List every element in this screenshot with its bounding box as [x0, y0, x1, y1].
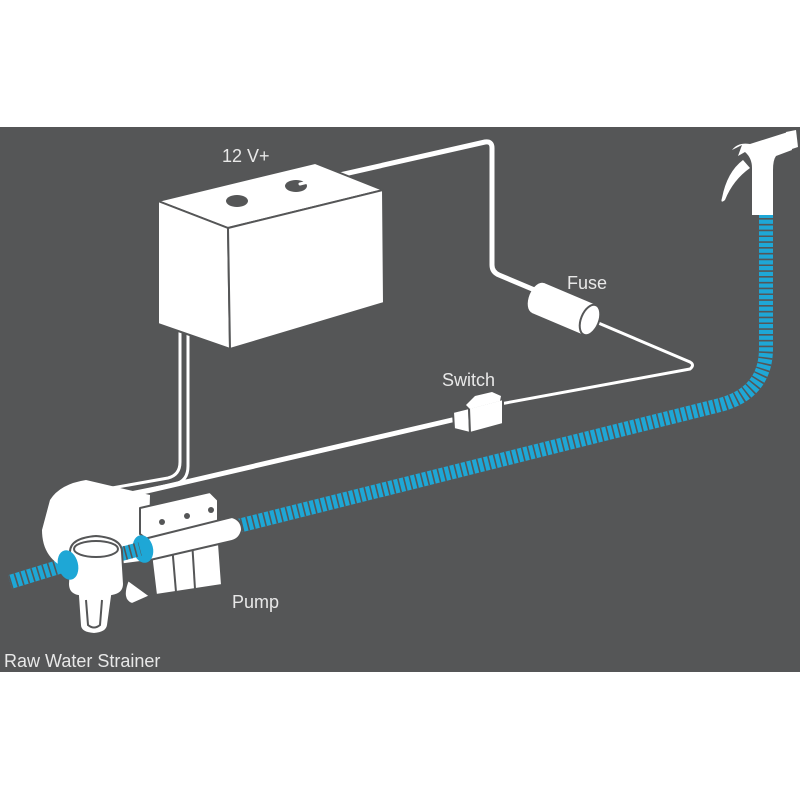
battery: 12 V+ [157, 146, 385, 350]
switch-rocker [466, 392, 501, 409]
wire-fuse-to-corner [498, 320, 694, 406]
fuse-label: Fuse [567, 273, 607, 293]
hose-discharge-ribs [228, 212, 773, 535]
switch: Switch [442, 370, 504, 434]
wire-switch-to-pump [127, 417, 455, 498]
battery-front-face [227, 189, 385, 350]
battery-terminal-negative [226, 195, 248, 207]
battery-label: 12 V+ [222, 146, 270, 166]
nozzle-tip [786, 130, 798, 150]
hose [7, 212, 773, 589]
pump-label: Pump [232, 592, 279, 612]
switch-label: Switch [442, 370, 495, 390]
spray-nozzle [721, 130, 798, 215]
strainer-label: Raw Water Strainer [4, 651, 160, 671]
spray-nozzle-icon [732, 132, 792, 215]
nozzle-trigger [721, 160, 750, 202]
diagram-panel [0, 127, 800, 672]
fuse: Fuse [527, 273, 607, 337]
fuse-cap [578, 303, 602, 337]
hose-intake [7, 559, 65, 589]
wire-positive-to-fuse [297, 139, 540, 294]
pump-assembly: Pump Raw Water Strainer [4, 480, 279, 671]
strainer-inlet-collar [57, 550, 79, 580]
switch-base-left [452, 407, 471, 434]
strainer-icon [66, 534, 126, 636]
pump-outlet-pipe [146, 515, 244, 562]
